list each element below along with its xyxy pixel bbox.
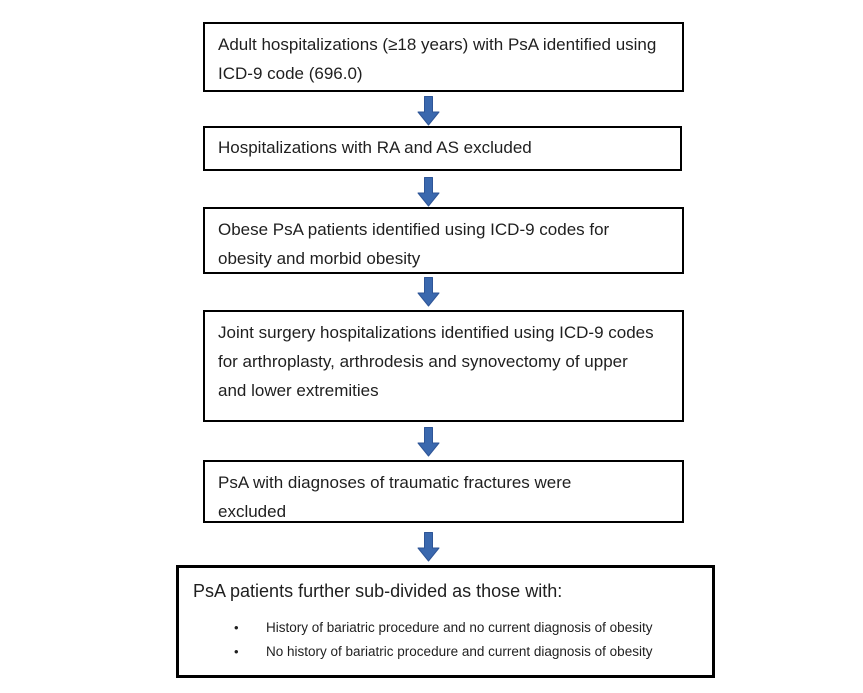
flow-step-ra-as-excluded: Hospitalizations with RA and AS excluded [203, 126, 682, 171]
down-arrow-shape [417, 427, 440, 457]
flow-step-adult-hospitalizations: Adult hospitalizations (≥18 years) with … [203, 22, 684, 92]
bullet-icon: • [234, 644, 239, 659]
down-arrow-icon [417, 277, 440, 307]
down-arrow-icon [417, 96, 440, 126]
flow-step-subdivision: PsA patients further sub-divided as thos… [176, 565, 715, 678]
down-arrow-shape [417, 532, 440, 562]
down-arrow-shape [417, 177, 440, 207]
subdivision-bullet-list: • History of bariatric procedure and no … [179, 616, 712, 664]
down-arrow-icon [417, 177, 440, 207]
list-item: • History of bariatric procedure and no … [179, 616, 712, 640]
flow-step-text: Obese PsA patients identified using ICD-… [218, 220, 610, 268]
flow-step-obese-psa-identified: Obese PsA patients identified using ICD-… [203, 207, 684, 274]
down-arrow-shape [417, 277, 440, 307]
flow-step-text: PsA with diagnoses of traumatic fracture… [218, 473, 572, 521]
down-arrow-icon [417, 427, 440, 457]
bullet-icon: • [234, 620, 239, 635]
flow-step-traumatic-fractures-excluded: PsA with diagnoses of traumatic fracture… [203, 460, 684, 523]
down-arrow-shape [417, 96, 440, 126]
flow-step-text: Adult hospitalizations (≥18 years) with … [218, 35, 657, 83]
flow-step-text: Joint surgery hospitalizations identifie… [218, 323, 654, 400]
down-arrow-icon [417, 532, 440, 562]
bullet-text: History of bariatric procedure and no cu… [266, 620, 653, 635]
bullet-text: No history of bariatric procedure and cu… [266, 644, 653, 659]
subdivision-title: PsA patients further sub-divided as thos… [193, 581, 563, 601]
list-item: • No history of bariatric procedure and … [179, 640, 712, 664]
flow-step-text: Hospitalizations with RA and AS excluded [218, 138, 532, 157]
flow-step-joint-surgery-identified: Joint surgery hospitalizations identifie… [203, 310, 684, 422]
